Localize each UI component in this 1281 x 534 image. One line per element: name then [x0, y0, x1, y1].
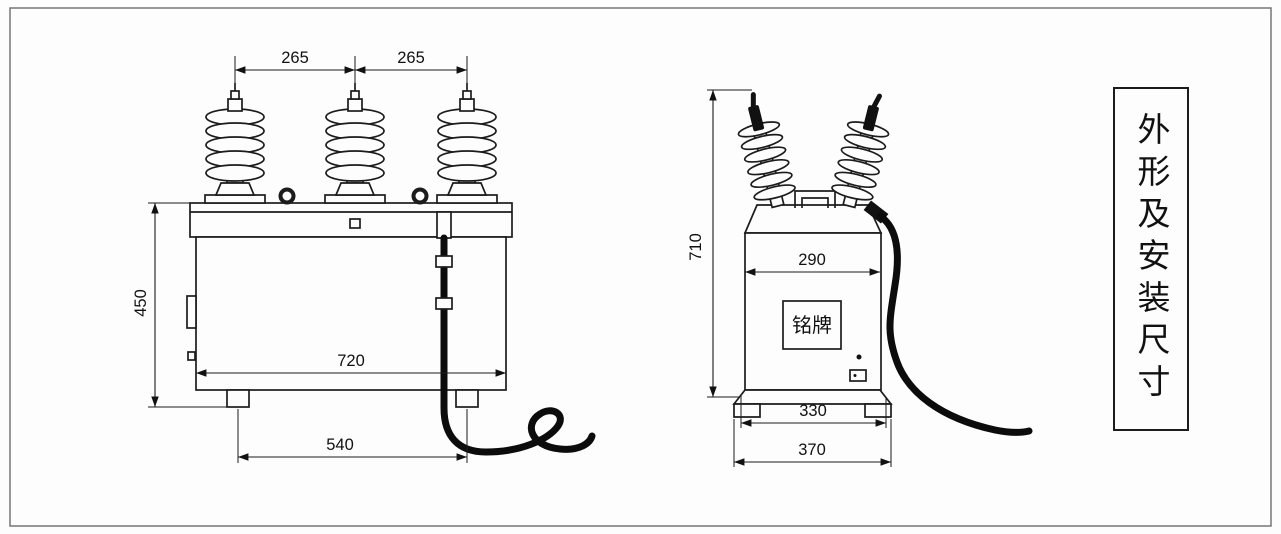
dim-label-330: 330 — [799, 402, 827, 420]
dim-label-450: 450 — [132, 289, 150, 317]
cable-clamp — [435, 297, 453, 310]
lifting-lug — [278, 187, 296, 205]
insulator — [205, 82, 265, 196]
foot — [455, 389, 479, 408]
insulator — [437, 82, 497, 196]
dim-label-710: 710 — [687, 233, 705, 261]
title-panel: 外形及安装尺寸 — [1113, 87, 1189, 431]
bolt-dot — [856, 354, 862, 360]
terminal-box — [849, 369, 867, 382]
cable — [440, 234, 596, 456]
sheet-border — [9, 7, 1272, 527]
dim-label-720: 720 — [337, 352, 365, 370]
cable — [876, 212, 1033, 436]
insulator — [829, 90, 897, 211]
lifting-lug — [411, 187, 429, 205]
side-view: 铭牌 710 290 330 370 — [687, 90, 1033, 467]
dim-label-370: 370 — [798, 441, 826, 459]
dim-label-540: 540 — [326, 436, 354, 454]
tank-body — [195, 236, 507, 391]
cable-clamp — [435, 255, 453, 268]
insulator — [730, 90, 798, 211]
dim-label-265-left: 265 — [281, 49, 309, 67]
tank-cover — [743, 204, 883, 234]
nameplate-label: 铭牌 — [792, 314, 832, 337]
foot — [864, 403, 892, 418]
title-panel-text: 外形及安装尺寸 — [1133, 112, 1170, 406]
insulator — [325, 82, 385, 196]
cable-gland — [436, 211, 452, 239]
foot — [226, 389, 250, 408]
nameplate-box — [782, 300, 842, 350]
dim-label-265-right: 265 — [397, 49, 425, 67]
front-view: 265 265 450 720 540 — [132, 49, 596, 463]
dim-label-290: 290 — [798, 251, 826, 269]
foot — [733, 403, 761, 418]
